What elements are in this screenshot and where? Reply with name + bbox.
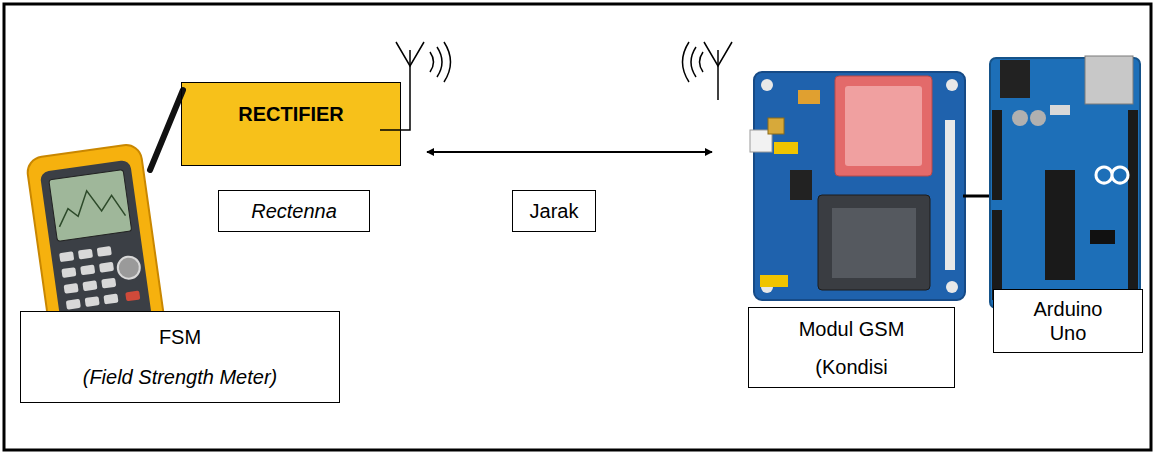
power-jack: [1000, 60, 1030, 98]
sim-slot: [832, 208, 916, 278]
node-text: Arduino Uno: [1016, 297, 1120, 345]
key: [64, 283, 79, 294]
jumper: [774, 142, 798, 154]
node-text: Rectenna: [251, 199, 337, 223]
ic: [1090, 230, 1115, 244]
pin-row: [945, 120, 955, 270]
node-text: FSM: [159, 325, 201, 349]
rectifier-fill: [181, 82, 401, 166]
key: [85, 296, 100, 307]
mount-hole: [946, 281, 958, 293]
key: [82, 280, 97, 291]
wire: [963, 195, 993, 198]
key: [66, 299, 81, 310]
microcontroller: [1045, 170, 1075, 280]
key: [101, 278, 116, 289]
header-strip: [992, 210, 1002, 300]
meter-screen: [49, 170, 132, 242]
node-text: Jarak: [530, 199, 579, 223]
screen-trace: [55, 186, 126, 227]
node-text: RECTIFIER: [238, 102, 344, 126]
antenna-arms: [396, 42, 424, 66]
label-box: FSM (Field Strength Meter): [20, 311, 340, 403]
antenna-stem: [717, 50, 719, 100]
label-box: Arduino Uno: [993, 289, 1143, 353]
gsm-chip: [835, 76, 932, 176]
pcb: [754, 72, 965, 300]
mount-hole: [761, 79, 773, 91]
key: [97, 246, 112, 257]
antenna-symbol: [683, 42, 733, 100]
label-box: Modul GSM (Kondisi: [748, 307, 955, 388]
header-strip: [1128, 110, 1138, 290]
label-box: Rectenna: [218, 190, 370, 232]
arduino-board: [990, 56, 1140, 308]
logo: [1096, 167, 1128, 183]
key: [59, 251, 74, 262]
node-text: (Field Strength Meter): [83, 365, 278, 389]
ic: [790, 170, 812, 200]
capacitor: [1012, 110, 1028, 126]
usb-connector: [1085, 56, 1133, 104]
rectifier-box: RECTIFIER: [181, 82, 401, 166]
radio-wave: [683, 42, 690, 82]
key: [103, 294, 118, 305]
meter-keypad: [59, 246, 118, 310]
radio-wave: [437, 47, 442, 77]
antenna-arms: [704, 42, 732, 66]
key: [78, 249, 93, 260]
antenna-stem: [380, 50, 410, 130]
crystal: [1050, 105, 1070, 115]
header-strip: [992, 110, 1002, 200]
meter-antenna: [150, 90, 183, 170]
capacitor: [1030, 110, 1046, 126]
radio-wave: [691, 47, 696, 77]
sim-holder: [818, 195, 930, 290]
key: [80, 264, 95, 275]
radio-wave: [444, 42, 451, 82]
gsm-module: [750, 72, 965, 300]
sma-connector: [768, 118, 784, 134]
gsm-chip-label: [845, 86, 922, 166]
key: [99, 262, 114, 273]
distance-arrow: [427, 151, 712, 153]
key: [125, 290, 140, 301]
key: [61, 267, 76, 278]
antenna-symbol: [380, 42, 451, 130]
capacitor: [798, 90, 820, 104]
radio-wave: [430, 52, 434, 72]
nav-button: [116, 255, 141, 280]
node-text: (Kondisi: [815, 355, 887, 379]
label-box: Jarak: [512, 190, 596, 232]
frame: [4, 4, 1151, 450]
mount-hole: [946, 79, 958, 91]
radio-wave: [700, 52, 704, 72]
header-pins: [760, 275, 788, 287]
node-text: Modul GSM: [799, 317, 905, 341]
